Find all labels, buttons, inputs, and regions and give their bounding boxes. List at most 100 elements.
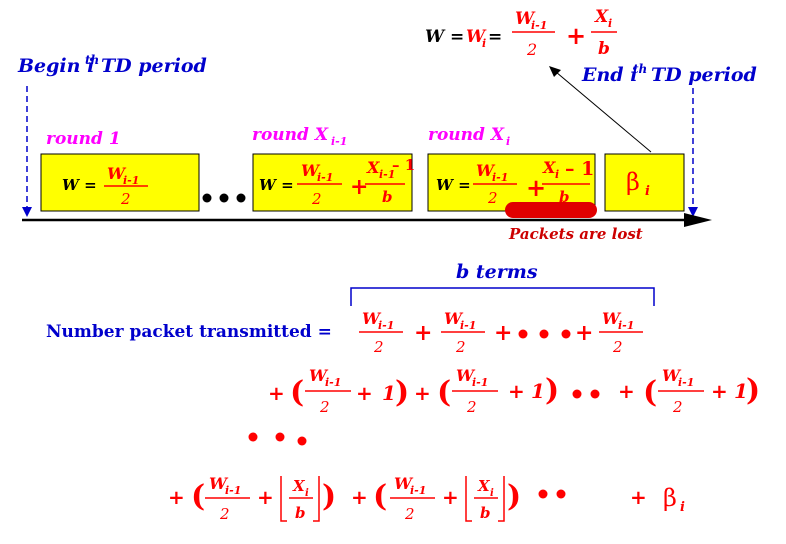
sum-num: W [209, 474, 229, 493]
sum-plus: + [618, 379, 635, 403]
paren-open: ( [191, 479, 205, 514]
packet-loss-marker [505, 202, 597, 218]
header-w-eq: W = [425, 27, 464, 47]
end-label-main: End i [581, 64, 637, 86]
sum-one: 1 [382, 381, 396, 405]
ellipsis-dot [572, 389, 582, 399]
end-arrowhead [688, 207, 698, 217]
floor-left [280, 476, 287, 522]
floor-left [465, 476, 472, 522]
begin-arrowhead [22, 207, 32, 217]
paren-open: ( [643, 375, 657, 410]
header-frac2-num-sub: i [608, 17, 612, 30]
round-prev-label: round X i-1 [252, 125, 347, 148]
end-label: End i th TD period [581, 62, 757, 86]
sum-den: 2 [612, 338, 623, 356]
end-label-tail: TD period [651, 64, 757, 86]
paren-close: ) [545, 373, 559, 408]
sum-num-sub: i-1 [618, 319, 634, 332]
ellipsis-dot [202, 193, 212, 203]
box3-x-sub: i [555, 168, 559, 181]
ellipsis-dot [590, 389, 600, 399]
sum-one: 1 [531, 379, 545, 403]
sum-x-sub: i [305, 488, 309, 499]
box2-num: W [301, 161, 321, 180]
begin-label: Begin i th TD period [17, 53, 207, 77]
sum-num-sub: i-1 [678, 376, 694, 389]
sum-plus: + [268, 381, 285, 405]
ellipsis-dot [556, 489, 566, 499]
pointer-arrowhead [549, 66, 561, 77]
header-frac1-num: W [515, 9, 536, 29]
header-wi-sub: i [482, 37, 486, 50]
box3-plus: + [526, 173, 546, 202]
beta-symbol: β [626, 168, 640, 196]
sum-den: 2 [319, 398, 330, 416]
sum-b: b [295, 504, 306, 522]
sum-b: b [480, 504, 491, 522]
sum-plus: + [630, 485, 647, 509]
number-packet-label: Number packet transmitted = [46, 322, 332, 342]
sum-num: W [456, 366, 476, 385]
ellipsis-dot [538, 489, 548, 499]
paren-close: ) [746, 373, 760, 408]
begin-label-sup: th [85, 53, 99, 67]
round-prev-main: round X [252, 125, 329, 145]
sum-x: X [477, 477, 491, 495]
sum-den: 2 [672, 398, 683, 416]
round-prev-formula: W = W i-1 2 + X i-1 – 1 b [259, 156, 415, 208]
sum-den: 2 [373, 338, 384, 356]
box2-den: 2 [311, 190, 322, 208]
box3-b: b [559, 188, 570, 206]
sum-num-sub: i-1 [472, 376, 488, 389]
ellipsis-dot [236, 193, 246, 203]
sum-num-sub: i-1 [460, 319, 476, 332]
ellipsis-dot [297, 436, 307, 446]
box2-w-eq: W = [259, 176, 294, 194]
sum-row-3: + ( W i-1 2 + X i b ) + ( W i-1 2 + X i … [168, 474, 685, 523]
sum-den: 2 [404, 505, 415, 523]
sum-row-2: + ( W i-1 2 + 1 ) + ( W i-1 2 + 1 ) + ( … [268, 366, 760, 416]
box2-b: b [382, 188, 393, 206]
timeline-arrowhead [684, 213, 712, 227]
pointer-line [555, 71, 652, 153]
paren-open: ( [373, 479, 387, 514]
sum-num: W [444, 309, 464, 328]
box2-minus-one: – 1 [392, 156, 415, 174]
round-cur-formula: W = W i-1 2 + X i – 1 b [436, 158, 594, 207]
sum-num-sub: i-1 [378, 319, 394, 332]
end-label-sup: th [633, 62, 647, 76]
round-cur-label: round X i [428, 125, 510, 148]
round-1-formula: W = W i-1 2 [62, 164, 148, 208]
sum-den: 2 [455, 338, 466, 356]
header-plus: + [566, 21, 586, 50]
beta-formula: β i [626, 168, 650, 199]
box3-den: 2 [487, 189, 498, 207]
sum-plus: + [414, 381, 431, 405]
paren-close: ) [322, 479, 336, 514]
round-prev-box [252, 153, 413, 212]
beta-box [604, 153, 685, 212]
sum-x-sub: i [490, 488, 494, 499]
sum-num: W [662, 366, 682, 385]
ellipsis-dot [248, 432, 258, 442]
round-1-box [40, 153, 200, 212]
box3-x: X [542, 158, 556, 177]
sum-beta: β [663, 484, 677, 512]
box2-x: X [366, 158, 380, 177]
b-terms-bracket [350, 287, 655, 306]
sum-plus: + [356, 381, 373, 405]
header-frac1-den: 2 [526, 40, 537, 59]
sum-plus: + [168, 485, 185, 509]
sum-plus: + [351, 485, 368, 509]
begin-label-tail: TD period [101, 55, 207, 77]
round-cur-box [427, 153, 596, 212]
sum-num: W [394, 474, 414, 493]
header-wi: W [466, 27, 487, 47]
begin-label-main: Begin i [17, 55, 94, 77]
box3-num-sub: i-1 [492, 171, 508, 184]
sum-num: W [309, 366, 329, 385]
box3-num: W [476, 161, 496, 180]
